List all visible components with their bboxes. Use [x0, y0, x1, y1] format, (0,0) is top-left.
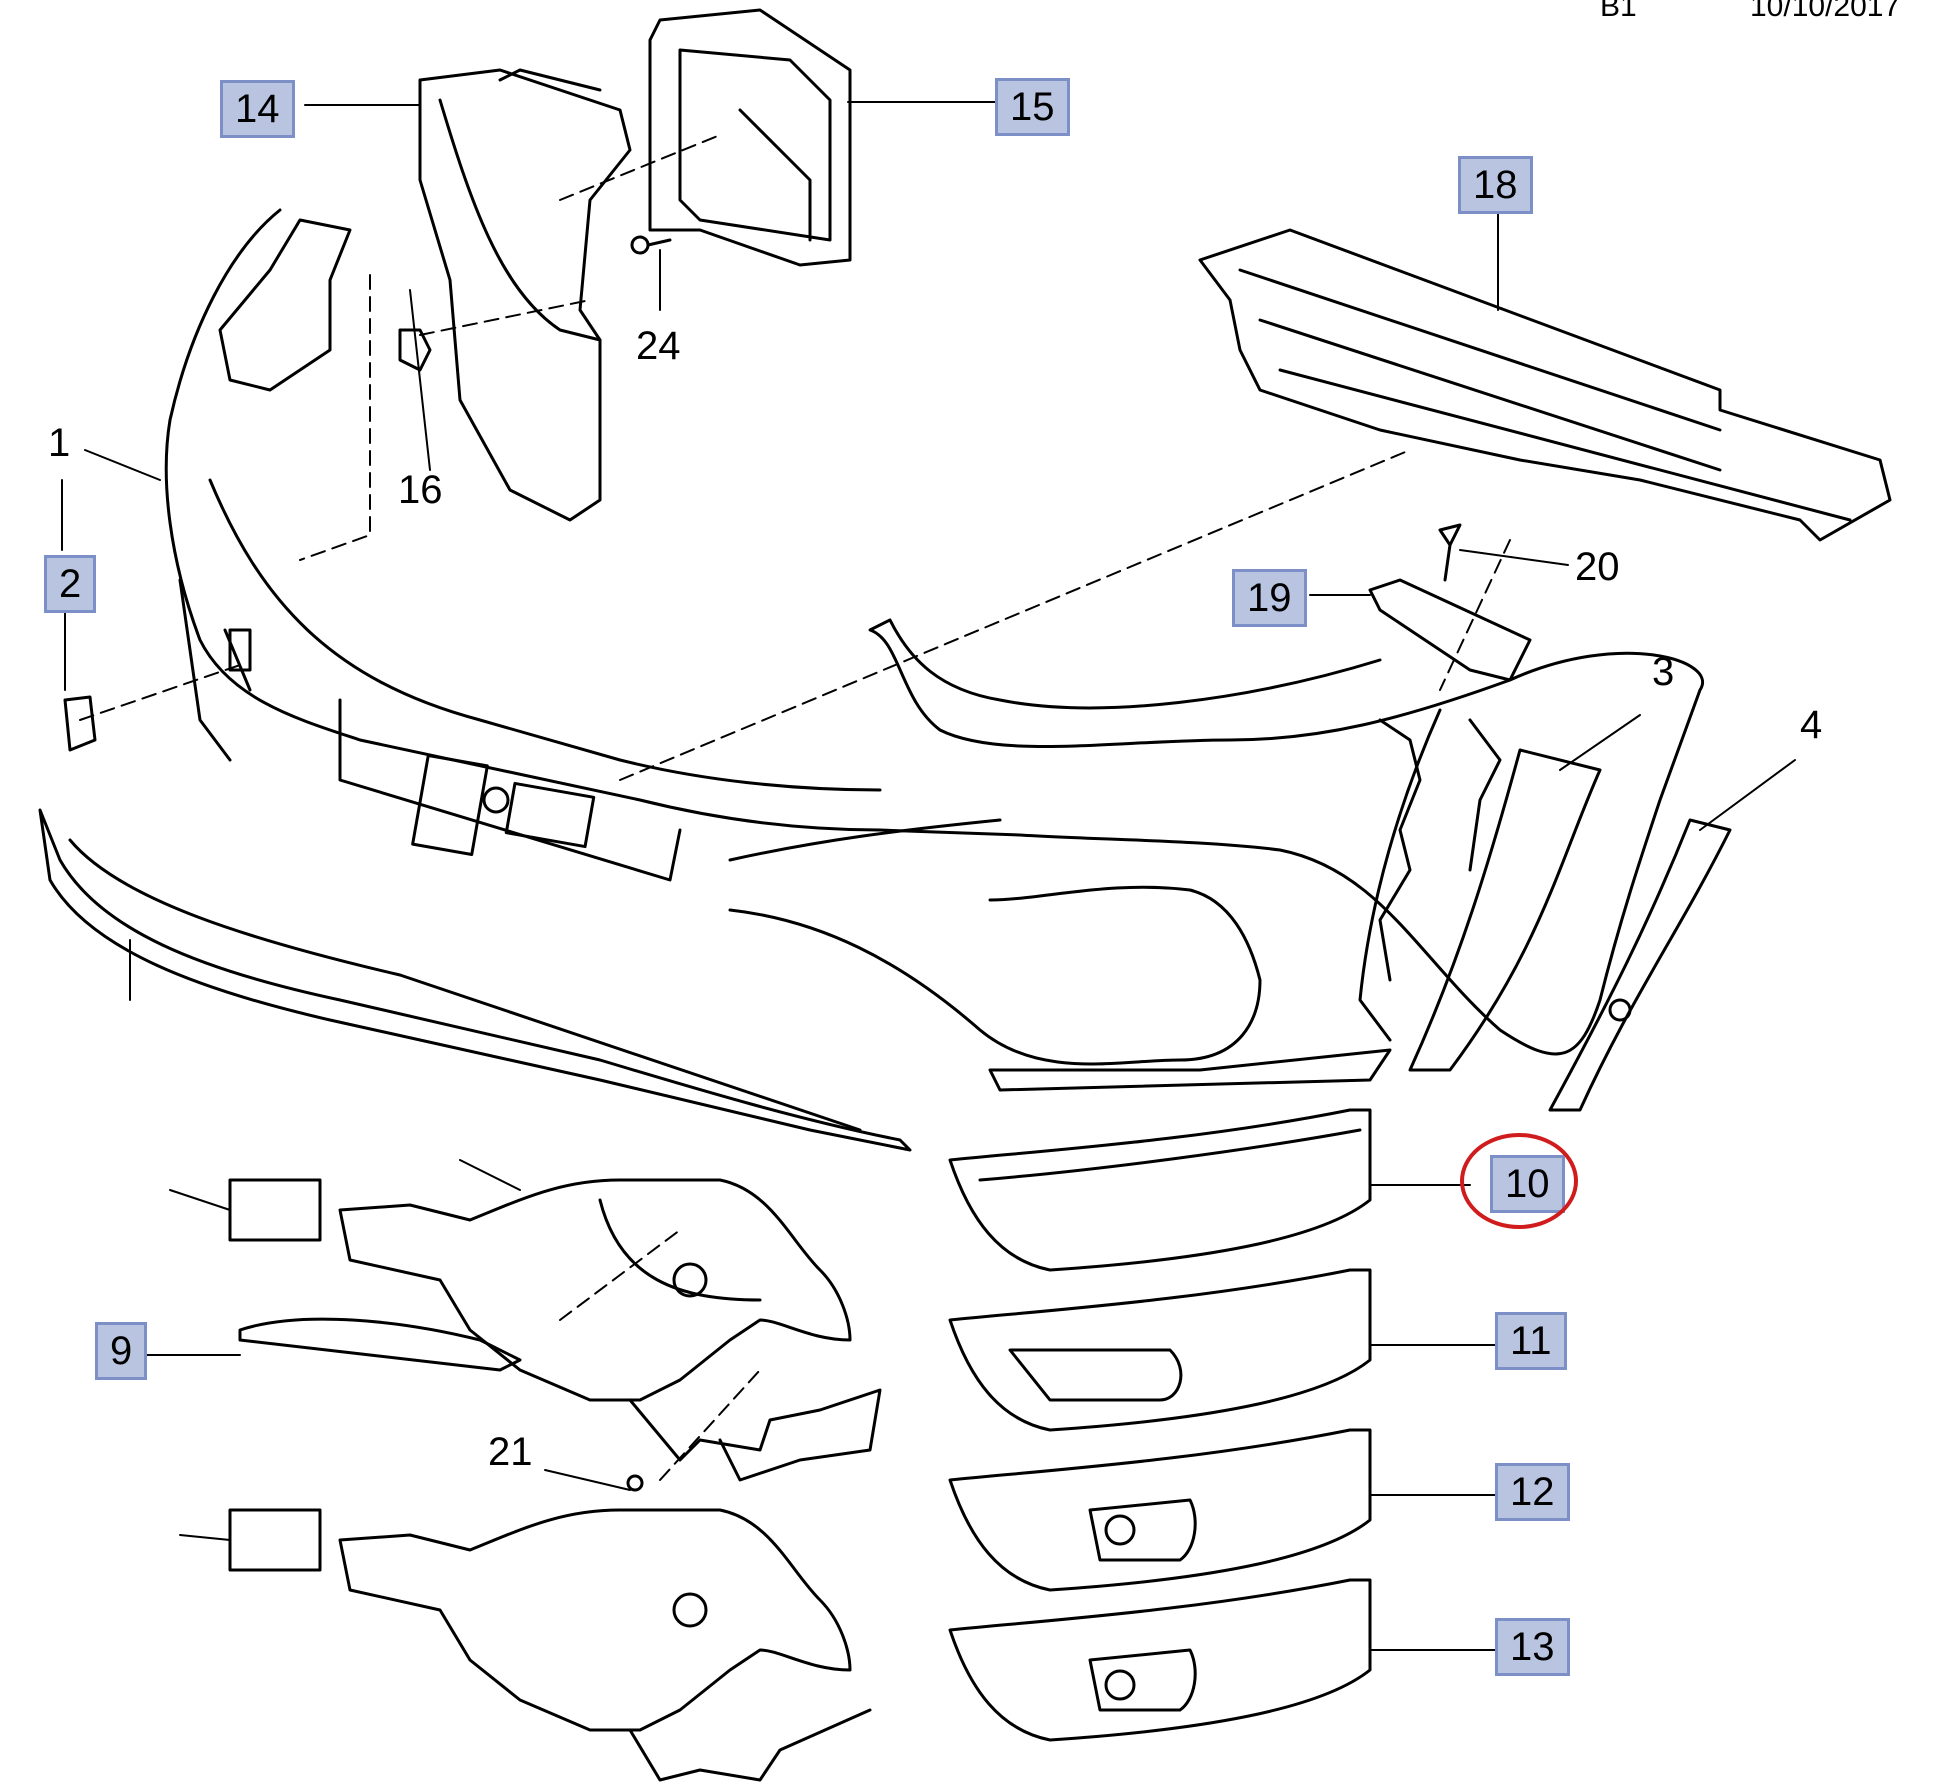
header-code: B1	[1600, 0, 1637, 23]
lower-trim-11	[948, 1268, 1372, 1432]
callout-20: 20	[1575, 545, 1620, 589]
callout-14: 14	[220, 80, 295, 138]
callout-13: 13	[1495, 1618, 1570, 1676]
reinforcement-18	[1198, 228, 1892, 542]
bumper-fascia	[164, 208, 1704, 1092]
tow-cover-2	[63, 695, 97, 752]
lower-trim-12	[948, 1428, 1372, 1592]
callout-9: 9	[95, 1322, 148, 1380]
bolt-24	[630, 235, 672, 255]
side-trim-3	[1408, 748, 1602, 1072]
lower-trim-10	[948, 1108, 1372, 1272]
lower-spoiler	[38, 808, 912, 1152]
callout-21: 21	[488, 1430, 533, 1474]
grille-assembly-lower	[228, 1508, 872, 1782]
callout-1: 1	[48, 421, 71, 465]
callout-2: 2	[44, 555, 97, 613]
callout-12: 12	[1495, 1463, 1570, 1521]
air-duct-14	[418, 68, 632, 522]
highlight-circle	[1460, 1133, 1578, 1229]
callout-4: 4	[1800, 703, 1823, 747]
bolt-20	[1438, 523, 1462, 582]
bracket-15	[648, 8, 852, 267]
clip-16	[398, 328, 432, 372]
grille-trim-9	[238, 1317, 522, 1372]
bracket-19	[1368, 578, 1532, 682]
callout-11: 11	[1495, 1312, 1567, 1370]
callout-24: 24	[636, 324, 681, 368]
dashed-lines	[79, 134, 1511, 1481]
lower-trim-13	[948, 1578, 1372, 1742]
callout-19: 19	[1232, 569, 1307, 627]
callout-3: 3	[1652, 650, 1675, 694]
callout-15: 15	[995, 78, 1070, 136]
header-date: 10/10/2017	[1750, 0, 1901, 23]
bolt-21	[626, 1474, 644, 1492]
grille-assembly-upper	[228, 1178, 882, 1482]
callout-18: 18	[1458, 156, 1533, 214]
side-trim-4	[1548, 818, 1732, 1112]
leader-lines	[61, 101, 1796, 1651]
callout-16: 16	[398, 468, 443, 512]
